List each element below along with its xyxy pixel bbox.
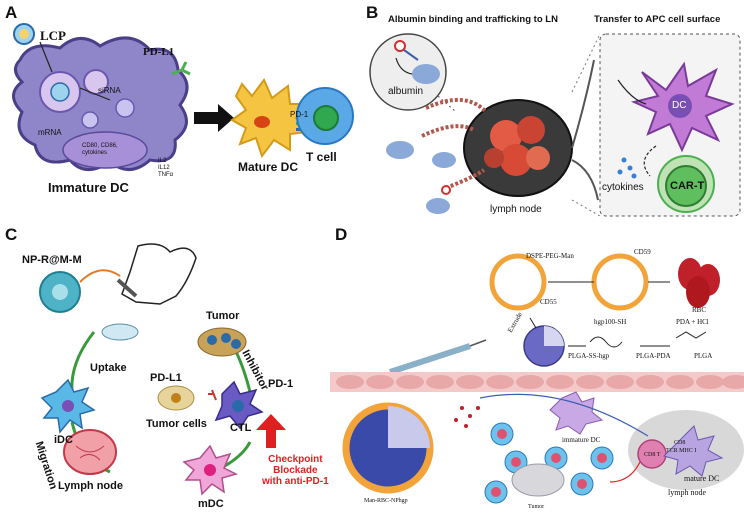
cd55-label: CD55 <box>540 298 557 306</box>
lymph-node-label-c: Lymph node <box>58 480 123 492</box>
tumor-cluster <box>197 327 247 357</box>
checkpoint-arrow <box>256 414 286 448</box>
immature-dc-cell <box>12 36 189 171</box>
rbc-vesicle <box>489 253 547 311</box>
immature-dc-d <box>549 391 604 435</box>
panel-c-label: C <box>5 225 18 244</box>
albumin-label: albumin <box>388 86 424 97</box>
cd59-label: CD59 <box>634 248 651 256</box>
plga-pda-label: PLGA-PDA <box>636 352 671 360</box>
panel-a-label: A <box>5 3 18 22</box>
lcp-label: LCP <box>40 28 66 43</box>
maturation-arrow <box>194 104 234 132</box>
tcr-label: TCR MHC I <box>666 448 697 454</box>
pda-hcl-label: PDA + HCl <box>676 318 709 326</box>
albumin-inset <box>369 33 447 111</box>
panel-d: D CD59 DSPE-PEG-Man CD55 RBC Extrude hgp… <box>330 222 744 521</box>
cd8-label: CD8 <box>674 440 686 446</box>
man-vesicle <box>591 253 649 311</box>
idc-label: iDC <box>54 434 73 446</box>
panel-b-label: B <box>366 3 379 22</box>
checkpoint-label: Checkpoint Blockade with anti-PD-1 <box>262 454 329 487</box>
dspe-label: DSPE-PEG-Man <box>526 252 574 260</box>
panel-d-label: D <box>335 225 348 244</box>
uptake-label: Uptake <box>90 362 127 374</box>
immature-dc-label: Immature DC <box>48 180 129 195</box>
lymph-node-label: lymph node <box>490 204 542 215</box>
cd8t-label: CD8 T <box>644 452 661 458</box>
mature-dc-label-d: mature DC <box>684 474 720 483</box>
panel-a-illustration <box>12 23 354 171</box>
man-rbc-label: Man-RBC-NPhgp <box>364 498 408 504</box>
t-cell-label: T cell <box>306 150 337 164</box>
tumor-label: Tumor <box>206 310 240 322</box>
cytokine-list-label: IL2 IL12 TNFα <box>158 158 174 178</box>
mdc-label: mDC <box>198 498 224 510</box>
pd-l1-label: PD-L1 <box>143 46 175 58</box>
rbc-label: RBC <box>692 306 707 314</box>
cd-markers-label: CD80, CD86, cytokines <box>82 143 118 156</box>
mature-dc-d <box>663 425 724 477</box>
hgp-label: hgp100-SH <box>594 318 627 326</box>
pd-l1-label-c: PD-L1 <box>150 372 182 384</box>
tumor-cells-label: Tumor cells <box>146 418 207 430</box>
panel-c-illustration <box>39 243 286 496</box>
tumor-mass <box>511 463 565 497</box>
pd-1-label: PD-1 <box>290 110 309 119</box>
immature-dc-label-d: immature DC <box>562 436 601 444</box>
sirna-label: siRNA <box>98 86 121 95</box>
pd-1-label-c: PD-1 <box>268 378 294 390</box>
plga-label: PLGA <box>694 352 713 360</box>
ctl-label: CTL <box>230 422 252 434</box>
mature-dc-cell <box>230 78 310 159</box>
tumor-label-d: Tumor <box>528 504 545 510</box>
syringe <box>389 343 471 375</box>
panel-c: C NP-R@M-M Tumor Uptake Inhibitor PD-L1 … <box>0 222 360 521</box>
lymph-node-label-d: lymph node <box>668 488 706 497</box>
plga-ss-label: PLGA-SS-hgp <box>568 352 610 360</box>
cytokines-label: cytokines <box>602 182 644 193</box>
panel-d-illustration <box>330 253 744 504</box>
panel-a: A LCP PD-L1 siRNA mRNA CD80, CD86, cytok… <box>0 0 360 205</box>
np-label: NP-R@M-M <box>22 254 82 266</box>
albumin-binding-title: Albumin binding and trafficking to LN <box>388 14 558 25</box>
mature-dc-label: Mature DC <box>238 160 299 174</box>
dc-label: DC <box>672 100 687 111</box>
panel-b-illustration <box>369 33 741 217</box>
mouse-outline <box>121 243 197 305</box>
panel-b: B Albumin binding and trafficking to LN … <box>366 0 744 222</box>
car-t-label: CAR-T <box>670 180 705 192</box>
transfer-apc-title: Transfer to APC cell surface <box>594 14 721 25</box>
mrna-label: mRNA <box>38 128 62 137</box>
